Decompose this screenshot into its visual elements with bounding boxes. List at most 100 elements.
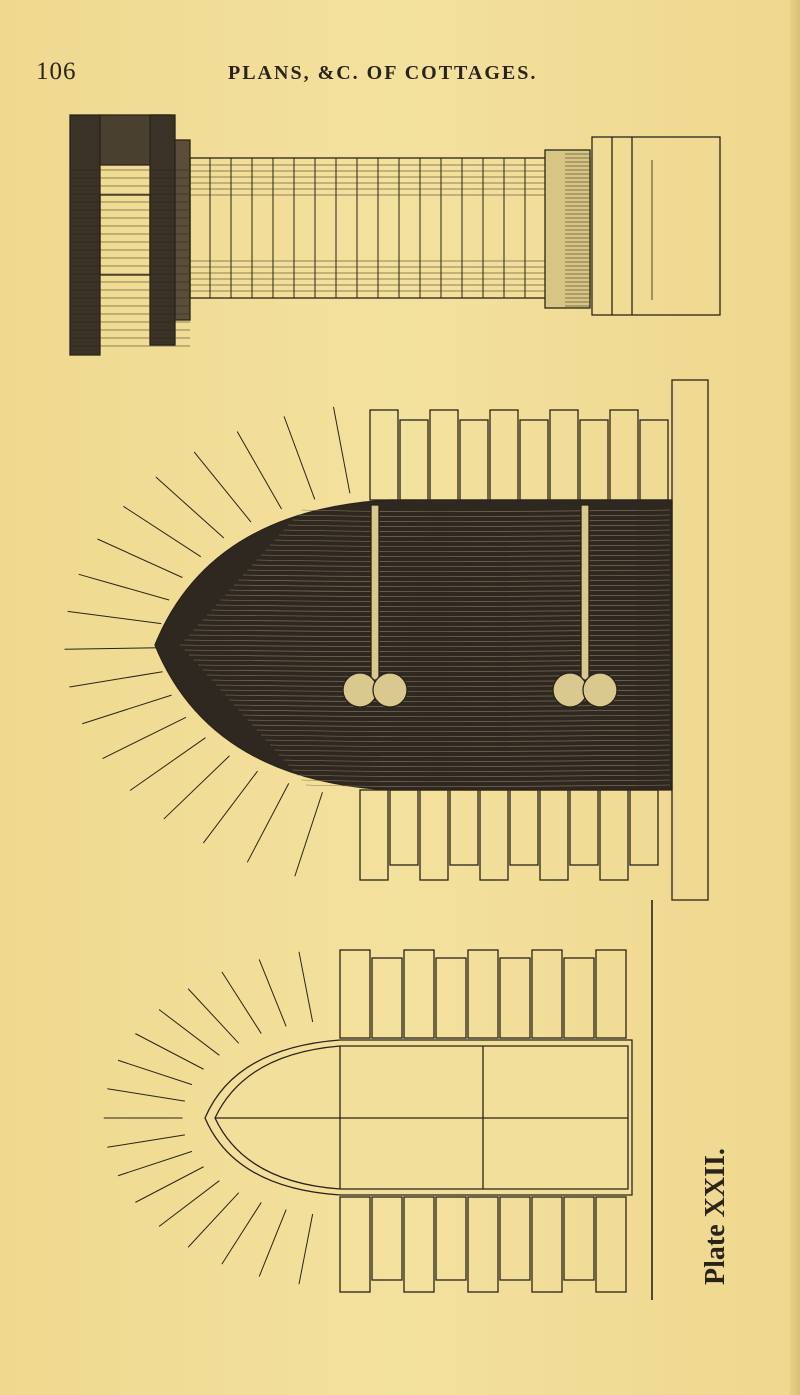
wood-grain bbox=[251, 724, 671, 727]
running-title: PLANS, &C. OF COTTAGES. bbox=[228, 62, 538, 84]
wood-grain bbox=[193, 659, 671, 662]
drawing-line bbox=[294, 792, 323, 877]
drawing-line bbox=[193, 451, 252, 523]
stone-block bbox=[467, 949, 499, 1039]
stone-block bbox=[449, 789, 479, 866]
wood-grain bbox=[197, 664, 671, 667]
wood-grain bbox=[215, 604, 671, 607]
drawing-line bbox=[187, 1192, 240, 1248]
stone-block bbox=[595, 1196, 627, 1293]
wood-grain bbox=[193, 629, 671, 632]
stone-block bbox=[339, 1196, 371, 1293]
wood-grain bbox=[188, 634, 671, 637]
drawing-line bbox=[258, 1209, 287, 1277]
drawing-line bbox=[107, 1088, 185, 1102]
stone-block bbox=[639, 419, 669, 501]
stone-block bbox=[549, 409, 579, 501]
drawing-line bbox=[158, 1009, 220, 1056]
stone-block bbox=[371, 1196, 403, 1281]
drawing-line bbox=[155, 476, 225, 539]
wood-grain bbox=[238, 709, 671, 712]
page-number: 106 bbox=[36, 58, 77, 85]
wood-grain bbox=[292, 519, 671, 522]
wood-grain bbox=[202, 669, 671, 672]
stone-block bbox=[531, 1196, 563, 1293]
door-panel bbox=[154, 499, 673, 791]
wood-grain bbox=[278, 534, 671, 537]
wood-grain bbox=[242, 574, 671, 577]
stone-block bbox=[369, 409, 399, 501]
wood-grain bbox=[274, 539, 671, 542]
wood-grain bbox=[296, 514, 671, 517]
drawing-line bbox=[158, 1180, 220, 1227]
wood-grain bbox=[206, 614, 671, 617]
wood-grain bbox=[242, 714, 671, 717]
drawing-line bbox=[67, 610, 162, 625]
hinge-scroll bbox=[552, 672, 588, 708]
stone-block bbox=[435, 957, 467, 1039]
stone-block bbox=[579, 419, 609, 501]
wood-grain bbox=[233, 584, 671, 587]
drawing-line bbox=[202, 770, 258, 844]
plate-label: Plate XXII. bbox=[700, 1148, 731, 1285]
stone-block bbox=[371, 957, 403, 1039]
wood-grain bbox=[265, 549, 671, 552]
stone-block bbox=[499, 1196, 531, 1281]
column-shaft bbox=[189, 157, 591, 299]
drawing-line bbox=[123, 505, 202, 558]
stone-block bbox=[629, 789, 659, 866]
hinge-scroll bbox=[342, 672, 378, 708]
wood-grain bbox=[260, 734, 671, 737]
wood-grain bbox=[278, 754, 671, 757]
drawing-line bbox=[221, 971, 262, 1034]
drawing-line bbox=[117, 1059, 193, 1086]
drawing-line bbox=[236, 431, 282, 510]
stone-block bbox=[531, 949, 563, 1039]
wood-grain bbox=[256, 729, 671, 732]
stone-block bbox=[459, 419, 489, 501]
stone-block bbox=[399, 419, 429, 501]
hinge-scroll bbox=[582, 672, 618, 708]
hinge-strap bbox=[370, 504, 380, 681]
column-end-frame bbox=[591, 136, 721, 316]
drawing-line bbox=[107, 1134, 185, 1148]
drawing-line bbox=[102, 716, 187, 759]
wood-grain bbox=[247, 569, 671, 572]
drawing-line bbox=[163, 755, 230, 820]
drawing-line bbox=[246, 783, 290, 863]
drawing-line bbox=[78, 573, 170, 601]
page-edge bbox=[790, 0, 800, 1395]
wood-grain bbox=[188, 654, 671, 657]
stone-block bbox=[499, 957, 531, 1039]
stone-block bbox=[599, 789, 629, 881]
wood-grain bbox=[287, 524, 671, 527]
stone-block bbox=[609, 409, 639, 501]
drawing-line bbox=[135, 1166, 204, 1203]
stone-block bbox=[435, 1196, 467, 1281]
wood-grain bbox=[238, 579, 671, 582]
stone-block bbox=[479, 789, 509, 881]
stone-block bbox=[359, 789, 389, 881]
stone-block bbox=[563, 1196, 595, 1281]
stone-block bbox=[389, 789, 419, 866]
wood-grain bbox=[202, 619, 671, 622]
wood-grain bbox=[184, 649, 671, 652]
wood-grain bbox=[287, 764, 671, 767]
stone-block bbox=[539, 789, 569, 881]
stone-block bbox=[489, 409, 519, 501]
wood-grain bbox=[265, 739, 671, 742]
wood-grain bbox=[224, 594, 671, 597]
hinge-scroll bbox=[372, 672, 408, 708]
stone-block bbox=[519, 419, 549, 501]
wood-grain bbox=[305, 784, 671, 787]
stone-block bbox=[569, 789, 599, 866]
drawing-line bbox=[187, 988, 240, 1044]
wood-grain bbox=[283, 529, 671, 532]
stone-block bbox=[403, 1196, 435, 1293]
wood-grain bbox=[179, 644, 671, 647]
wood-grain bbox=[269, 744, 671, 747]
wood-grain bbox=[283, 759, 671, 762]
drawing-line bbox=[135, 1033, 204, 1070]
hinge-strap bbox=[580, 504, 590, 681]
